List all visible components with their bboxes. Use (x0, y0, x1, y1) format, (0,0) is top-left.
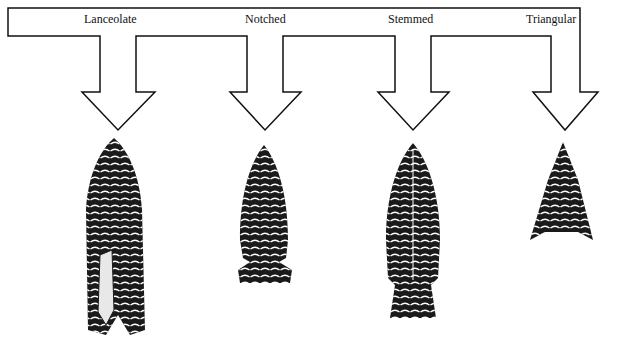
notched-point (238, 145, 292, 283)
type-label: Lanceolate (83, 12, 138, 26)
type-label: Stemmed (387, 12, 434, 26)
stemmed-point (386, 143, 440, 318)
type-label: Notched (244, 12, 287, 26)
bracket-arrows (8, 8, 598, 130)
type-label: Triangular (525, 12, 577, 26)
triangular-point (530, 142, 593, 240)
lanceolate-point (86, 138, 145, 335)
